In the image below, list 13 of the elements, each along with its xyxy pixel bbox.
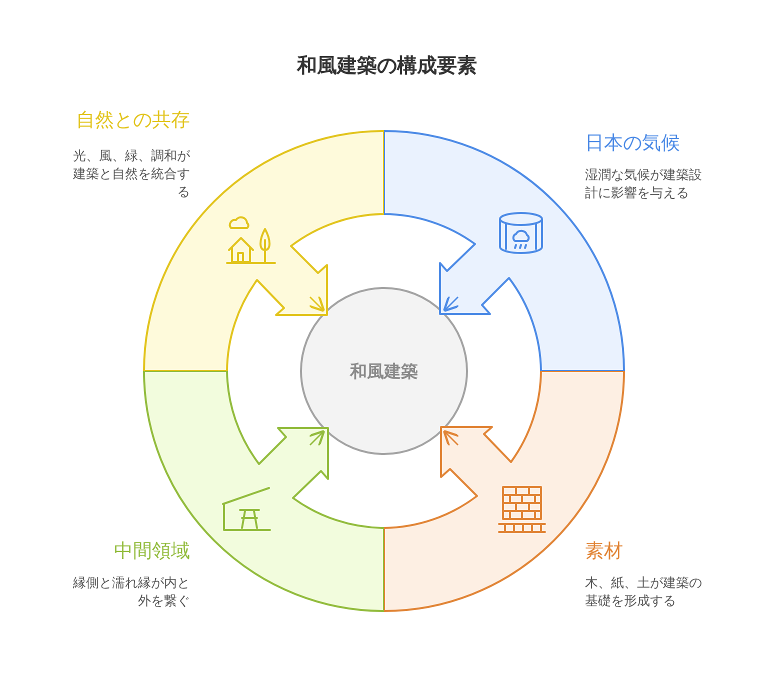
- arrow: [442, 430, 460, 447]
- section-description: 湿潤な気候が建築設計に影響を与える: [585, 167, 703, 203]
- arrow: [308, 430, 326, 447]
- section-heading: 自然との共存: [75, 108, 190, 132]
- section-description: 木、紙、土が建築の基礎を形成する: [585, 575, 703, 611]
- arrow: [442, 295, 460, 312]
- section-heading: 素材: [585, 539, 624, 563]
- section-heading: 中間領域: [113, 539, 190, 563]
- arrow: [308, 295, 326, 312]
- section-description: 縁側と濡れ縁が内と外を繋ぐ: [72, 575, 190, 611]
- section-description: 光、風、緑、調和が建築と自然を統合する: [72, 148, 190, 202]
- diagram-title: 和風建築の構成要素: [296, 52, 478, 79]
- section-heading: 日本の気候: [585, 131, 681, 155]
